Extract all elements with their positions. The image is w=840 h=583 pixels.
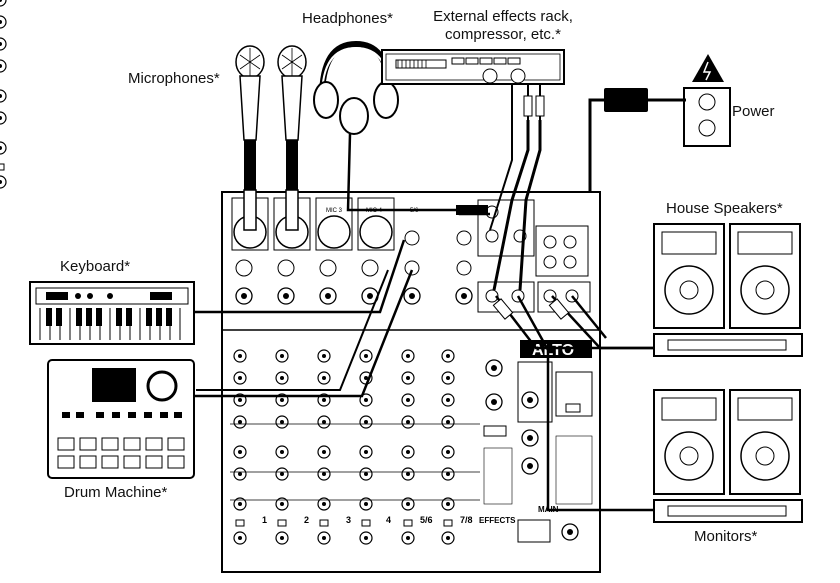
effects-rack-label-line1: External effects rack, xyxy=(433,8,573,25)
brand-logo: ALTO xyxy=(532,342,574,359)
amplifier-icon xyxy=(653,499,803,523)
monitors xyxy=(653,389,803,523)
house-speakers xyxy=(653,223,803,357)
channel-number: 5/6 xyxy=(420,515,433,525)
house-speakers-label: House Speakers* xyxy=(666,200,783,217)
mixer: MIC 3 MIC 4 5/6 xyxy=(0,0,601,573)
keyboard-icon xyxy=(29,239,406,345)
mixer-channel-strips xyxy=(0,0,480,544)
headphones-label: Headphones* xyxy=(302,10,393,27)
speaker-icon xyxy=(653,223,725,329)
power-label: Power xyxy=(732,103,775,120)
channel-number: 4 xyxy=(386,515,391,525)
channel-number: 7/8 xyxy=(460,515,473,525)
drum-machine-label: Drum Machine* xyxy=(64,484,168,501)
keyboard-label: Keyboard* xyxy=(60,258,131,275)
drum-machine-icon xyxy=(47,269,414,479)
mic3-label: MIC 3 xyxy=(326,208,343,214)
microphone-icon xyxy=(235,45,265,231)
power-outlet xyxy=(588,54,731,192)
channel-number: 1 xyxy=(262,515,267,525)
speaker-icon xyxy=(729,389,801,495)
channel-number: 3 xyxy=(346,515,351,525)
microphone-icon xyxy=(277,45,307,231)
effects-rack-label: External effects rack, compressor, etc.* xyxy=(420,8,586,44)
effects-label: EFFECTS xyxy=(479,516,516,525)
channel-number: 2 xyxy=(304,515,309,525)
effects-rack xyxy=(381,49,565,291)
microphones-label: Microphones* xyxy=(128,70,220,87)
speaker-icon xyxy=(653,389,725,495)
effects-rack-label-line2: compressor, etc.* xyxy=(445,26,561,43)
microphones xyxy=(235,45,307,231)
monitors-label: Monitors* xyxy=(694,528,758,545)
speaker-icon xyxy=(729,223,801,329)
mixer-effects-section xyxy=(483,359,593,543)
amplifier-icon xyxy=(653,333,803,357)
output-cables xyxy=(492,295,654,512)
